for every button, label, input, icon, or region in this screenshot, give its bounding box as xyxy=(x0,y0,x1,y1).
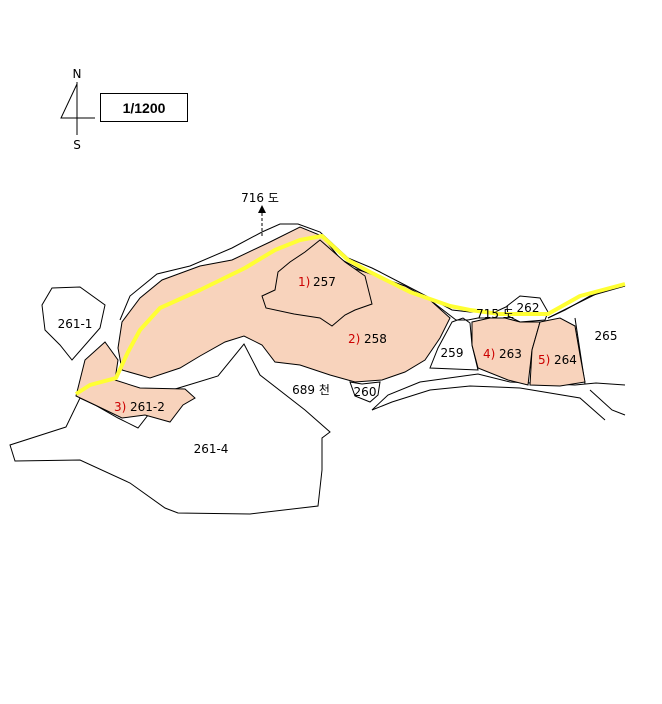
scale-box: 1/1200 xyxy=(100,93,188,122)
road-715-boundary xyxy=(547,285,626,319)
stream-689-label: 689 천 xyxy=(292,382,330,397)
compass-south-label: S xyxy=(73,138,81,152)
pin-arrow-icon xyxy=(258,205,266,213)
label-261-2-no: 3) xyxy=(114,400,126,414)
parcel-boundary-265 xyxy=(547,285,626,319)
parcel-261-1[interactable] xyxy=(41,286,106,361)
label-265: 265 xyxy=(595,329,618,343)
parcel-261-2[interactable] xyxy=(75,341,196,423)
parcel-boundary-east xyxy=(371,373,626,411)
parcel-boundary-east-2 xyxy=(371,385,606,421)
label-257-lot: 257 xyxy=(313,275,336,289)
label-263-no: 4) xyxy=(483,347,495,361)
label-263: 4) 263 xyxy=(483,347,522,361)
label-261-1: 261-1 xyxy=(58,317,93,331)
label-257: 1) 257 xyxy=(298,275,336,289)
compass: N S xyxy=(60,67,95,152)
label-264-lot: 264 xyxy=(554,353,577,367)
label-262: 262 xyxy=(517,301,540,315)
label-261-2: 3) 261-2 xyxy=(114,400,165,414)
label-258: 2) 258 xyxy=(348,332,387,346)
parcel-boundary-east-3 xyxy=(589,389,626,416)
label-263-lot: 263 xyxy=(499,347,522,361)
label-264-no: 5) xyxy=(538,353,550,367)
parcel-257[interactable] xyxy=(261,239,373,327)
label-261-2-lot: 261-2 xyxy=(130,400,165,414)
parcel-260[interactable] xyxy=(349,381,381,403)
road-highlight-line xyxy=(74,234,626,396)
label-260: 260 xyxy=(354,385,377,399)
label-257-no: 1) xyxy=(298,275,310,289)
label-258-no: 2) xyxy=(348,332,360,346)
road-715-label: 715 도 xyxy=(476,307,514,321)
label-259: 259 xyxy=(441,346,464,360)
parcel-264[interactable] xyxy=(529,317,586,387)
label-261-4: 261-4 xyxy=(194,442,229,456)
road-716-label: 716 도 xyxy=(241,191,279,205)
label-258-lot: 258 xyxy=(364,332,387,346)
compass-arrow-icon xyxy=(60,83,95,119)
compass-north-label: N xyxy=(73,67,82,81)
label-264: 5) 264 xyxy=(538,353,577,367)
parcel-261-4[interactable] xyxy=(9,343,331,515)
